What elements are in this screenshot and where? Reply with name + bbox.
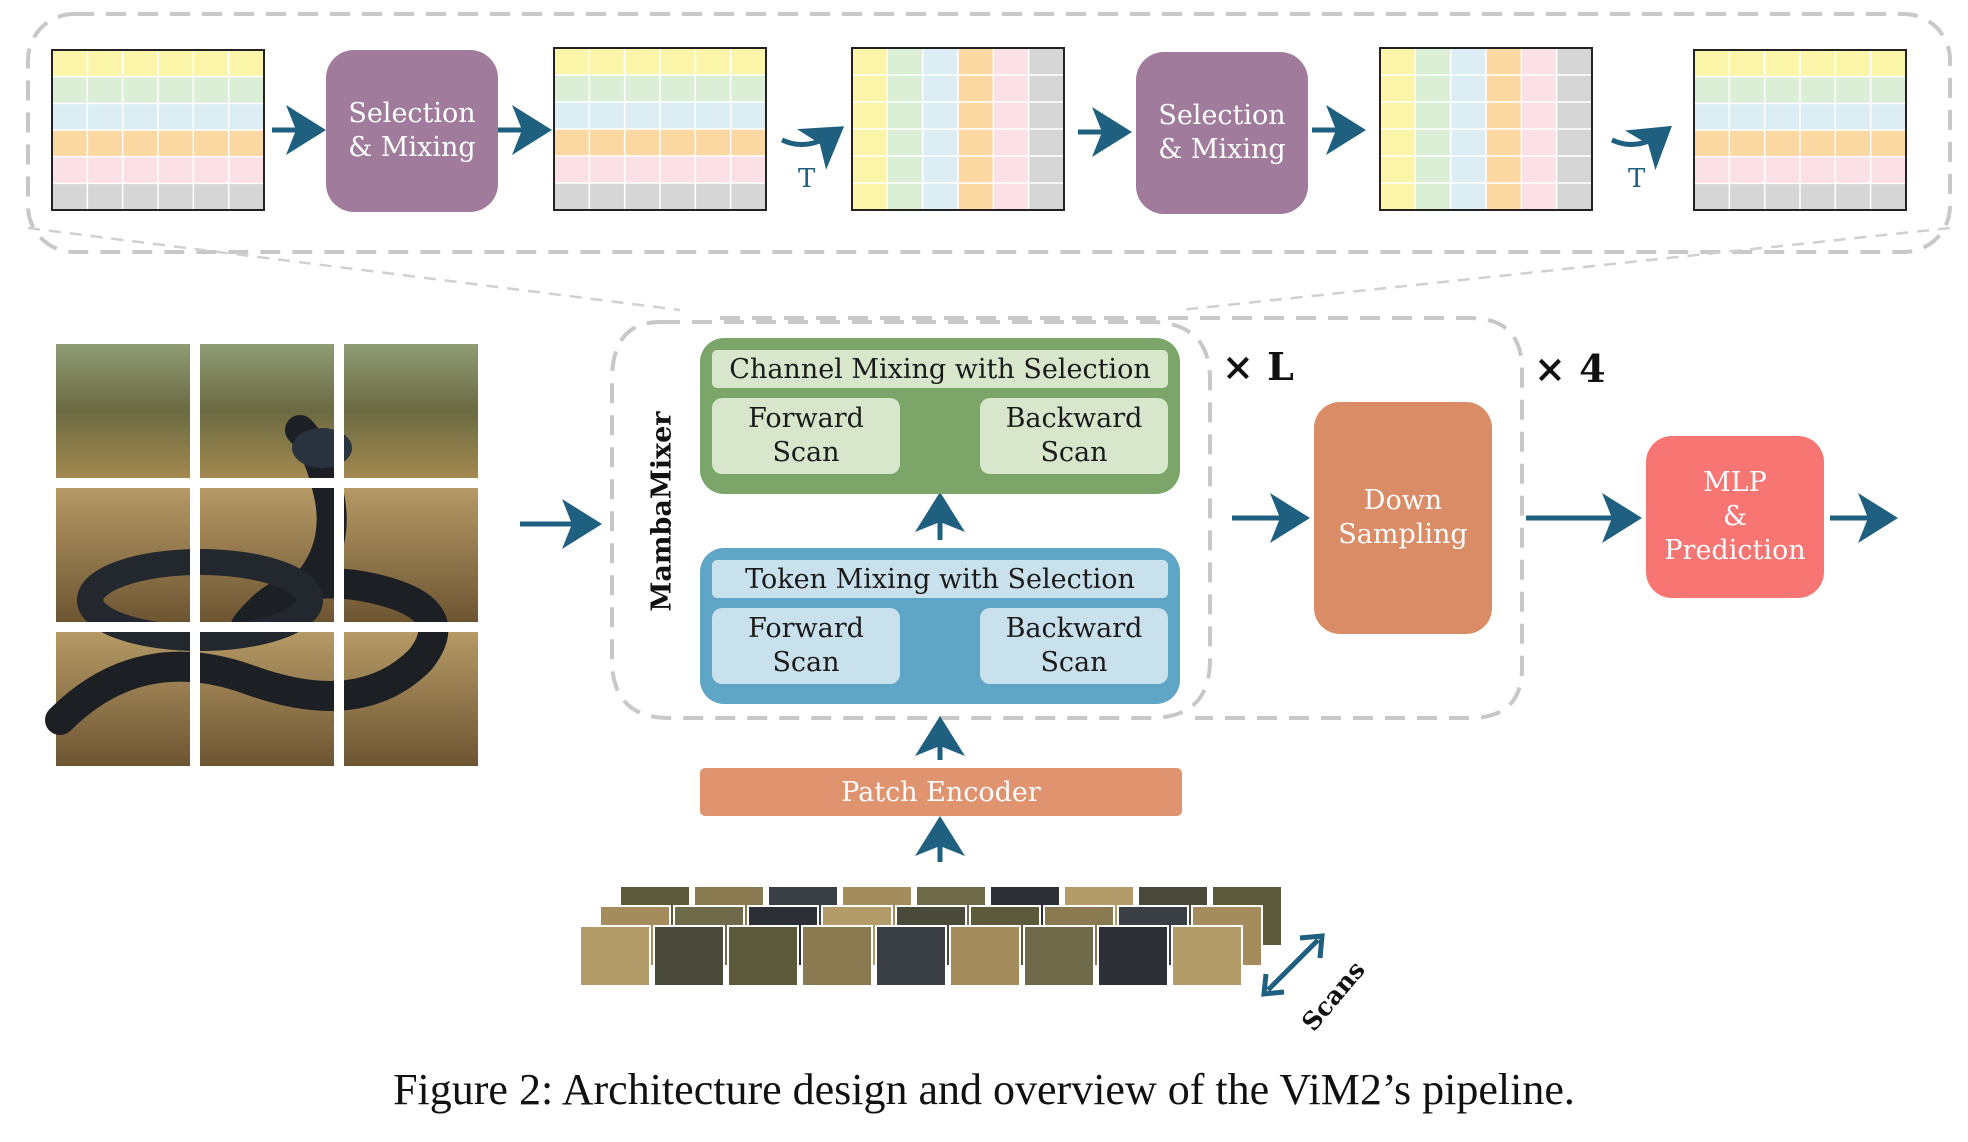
token-mixing-title: Token Mixing with Selection — [712, 560, 1168, 598]
image-patch — [56, 344, 190, 478]
patch-tile — [653, 925, 725, 987]
transpose-label-1: T — [798, 164, 816, 194]
channel-forward-scan-label: Forward Scan — [748, 403, 864, 468]
selection-mixing-box-1: Selection & Mixing — [326, 50, 498, 212]
selection-mixing-label-1: Selection & Mixing — [348, 98, 476, 163]
patch-tile — [1023, 925, 1095, 987]
token-backward-scan: Backward Scan — [980, 608, 1168, 684]
zoom-line-left — [27, 226, 681, 312]
patch-encoder-label: Patch Encoder — [841, 776, 1041, 808]
patch-tile — [579, 925, 651, 987]
patch-tile — [949, 925, 1021, 987]
token-grid-4 — [1379, 47, 1593, 211]
transpose-arrow-1 — [780, 126, 845, 170]
mambamixer-frame — [610, 320, 1212, 720]
patch-tile — [1171, 925, 1243, 987]
patch-tile — [1097, 925, 1169, 987]
patch-tile — [801, 925, 873, 987]
mlp-prediction-label: MLP & Prediction — [1664, 467, 1806, 566]
transpose-label-2: T — [1628, 164, 1646, 194]
input-image-grid — [45, 344, 478, 766]
down-sampling-label: Down Sampling — [1338, 485, 1468, 550]
token-mixing-module: Token Mixing with Selection Forward Scan… — [700, 548, 1180, 704]
top-dashed-frame — [26, 12, 1952, 254]
channel-mixing-module: Channel Mixing with Selection Forward Sc… — [700, 338, 1180, 494]
patch-encoder-bar: Patch Encoder — [700, 768, 1182, 816]
mambamixer-label: MambaMixer — [646, 411, 678, 612]
token-forward-scan: Forward Scan — [712, 608, 900, 684]
mlp-prediction-box: MLP & Prediction — [1646, 436, 1824, 598]
figure-caption: Figure 2: Architecture design and overvi… — [393, 1065, 1575, 1114]
token-grid-2 — [553, 47, 767, 211]
channel-forward-scan: Forward Scan — [712, 398, 900, 474]
stage-frame — [720, 316, 1524, 720]
scans-double-arrow — [1261, 933, 1325, 997]
token-grid-1 — [51, 49, 265, 211]
patch-sequence — [579, 885, 1283, 987]
selection-mixing-box-2: Selection & Mixing — [1136, 52, 1308, 214]
channel-backward-scan-label: Backward Scan — [1005, 403, 1143, 468]
token-forward-scan-label: Forward Scan — [748, 613, 864, 678]
channel-backward-scan: Backward Scan — [980, 398, 1168, 474]
selection-mixing-label-2: Selection & Mixing — [1158, 100, 1286, 165]
patch-tile — [875, 925, 947, 987]
channel-mixing-title: Channel Mixing with Selection — [712, 350, 1168, 388]
image-patch — [344, 344, 478, 478]
repeat-outer-label: × 4 — [1534, 346, 1606, 391]
token-backward-scan-label: Backward Scan — [1005, 613, 1143, 678]
down-sampling-box: Down Sampling — [1314, 402, 1492, 634]
patch-tile — [727, 925, 799, 987]
token-grid-3 — [851, 47, 1065, 211]
token-grid-5 — [1693, 49, 1907, 211]
repeat-inner-label: × L — [1222, 344, 1294, 389]
zoom-line-right — [1179, 226, 1951, 312]
transpose-arrow-2 — [1610, 125, 1672, 171]
